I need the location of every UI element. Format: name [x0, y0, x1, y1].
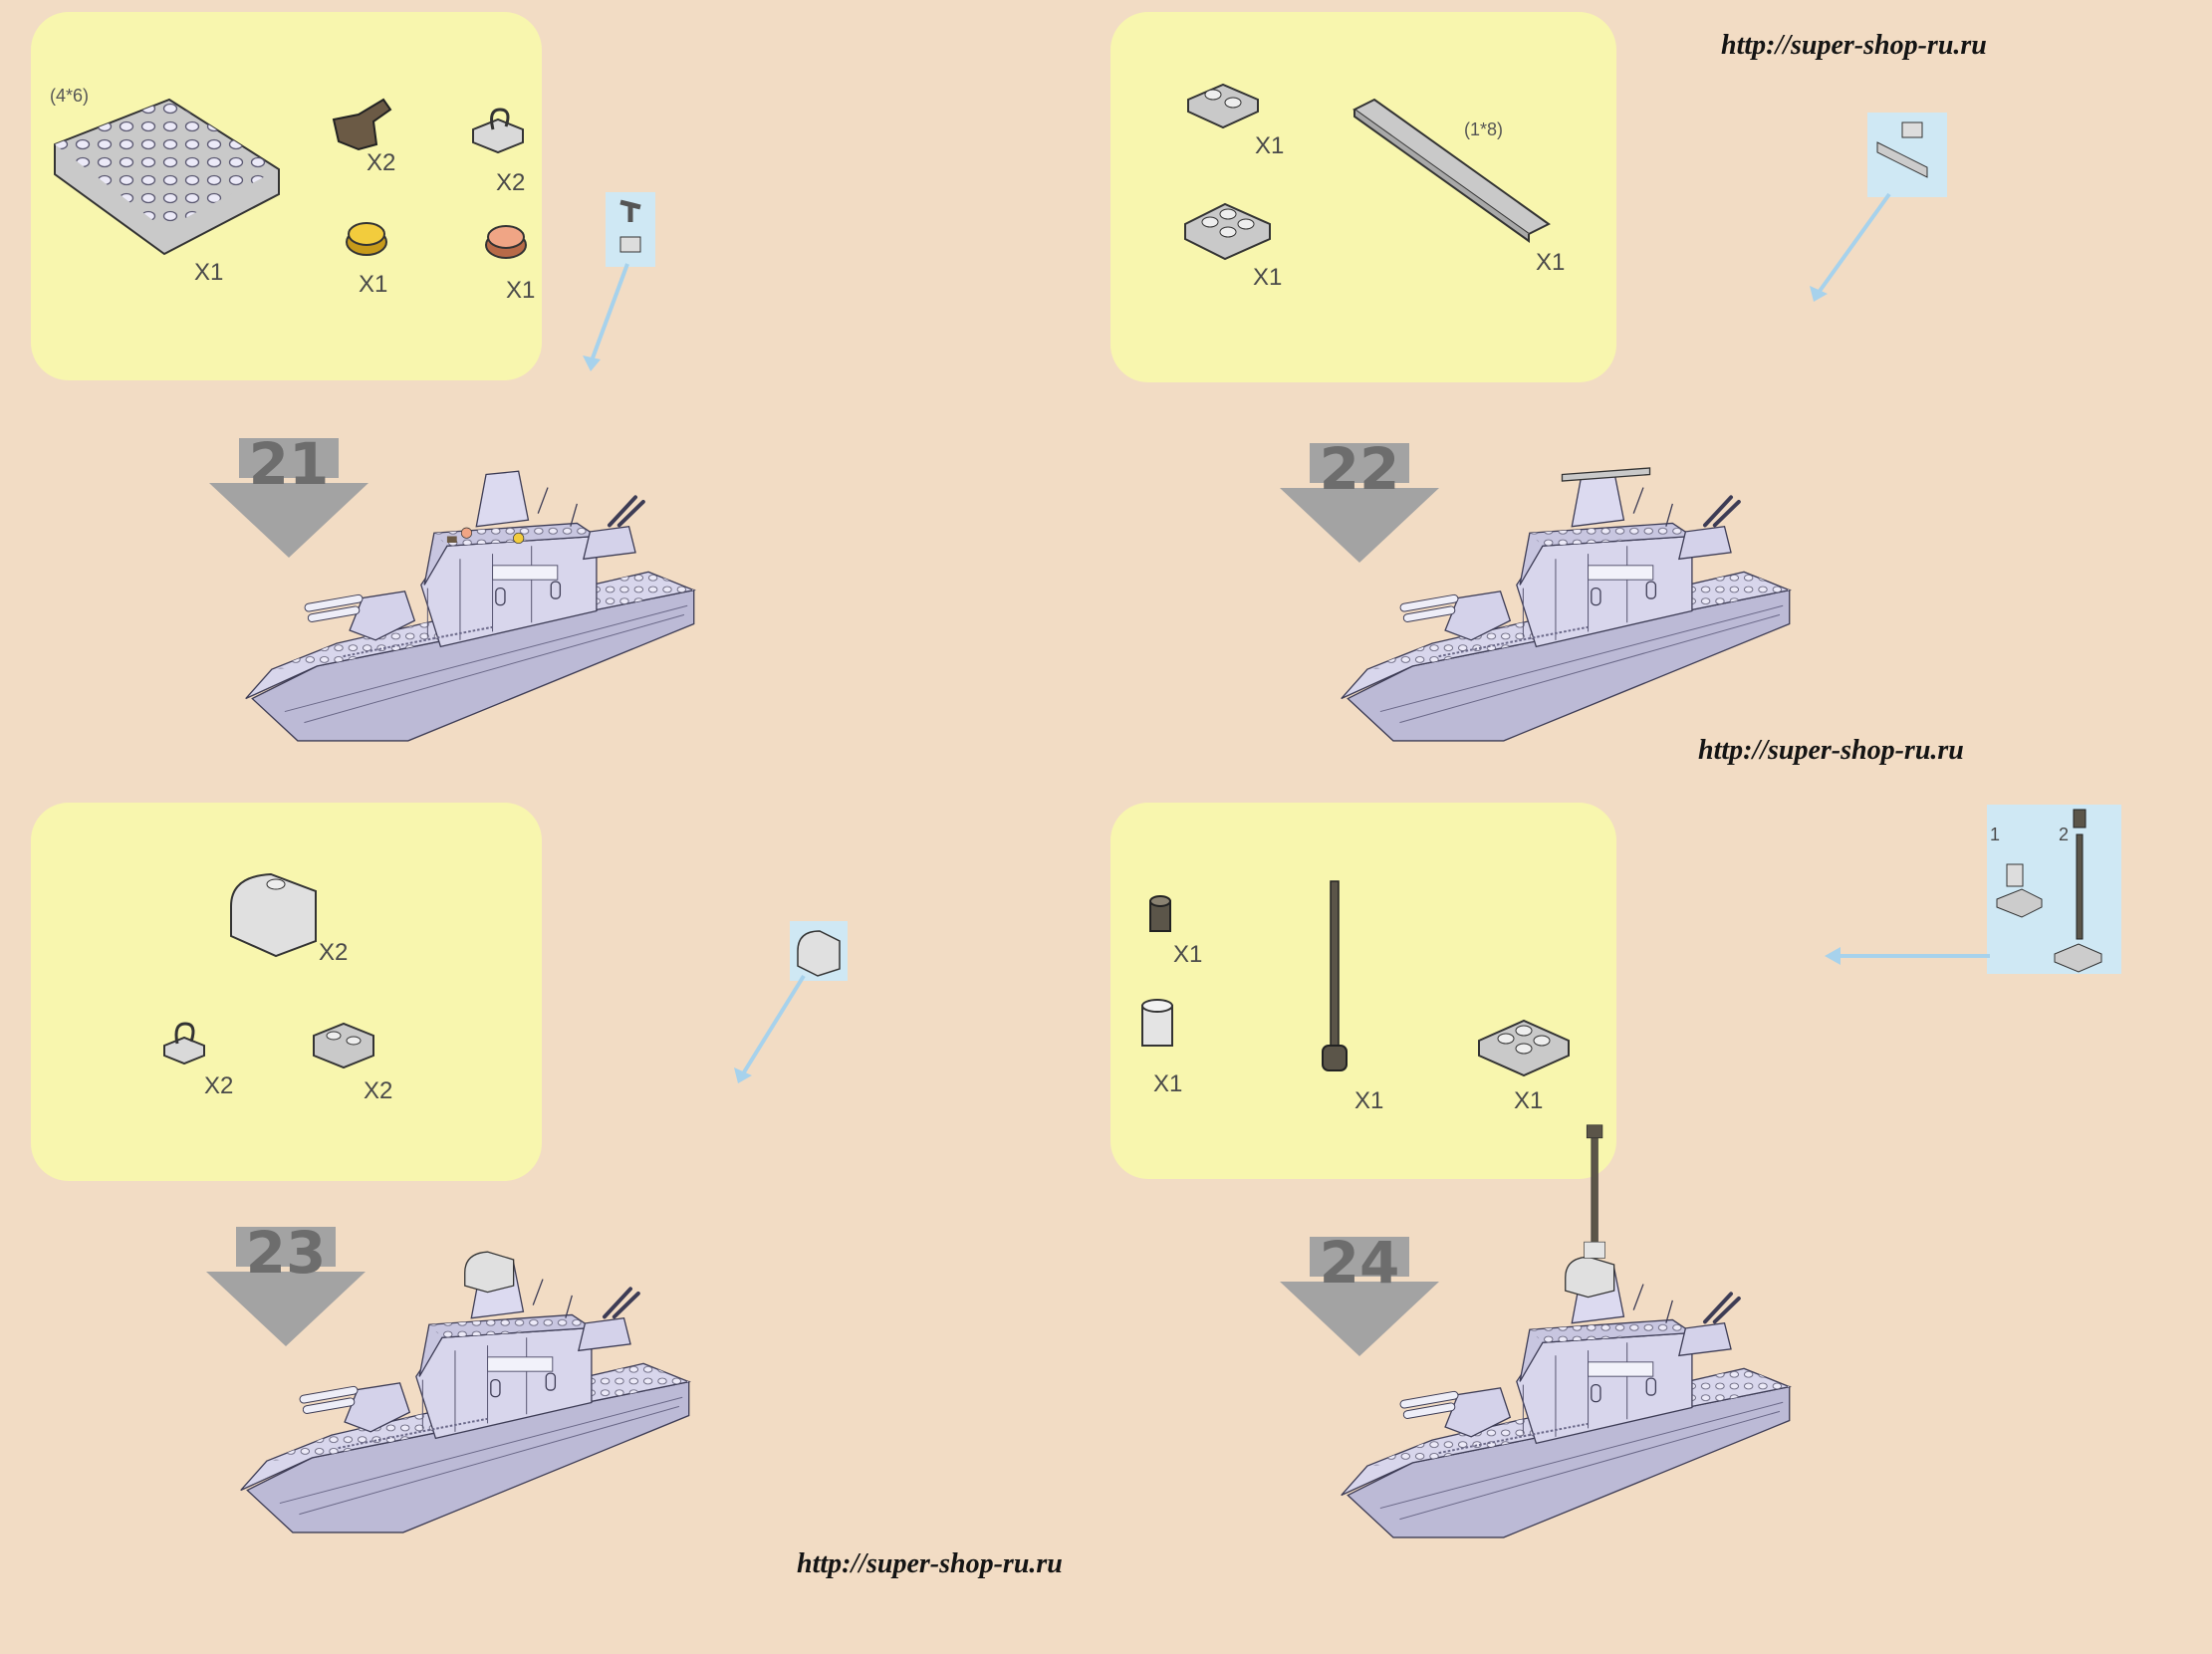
subassembly-label: 1: [1990, 825, 2001, 844]
subassembly-label: 2: [2059, 825, 2070, 844]
clip-plate-part: [472, 108, 524, 154]
watermark-url: http://super-shop-ru.ru: [797, 1548, 1063, 1579]
plate-1x2-part: [1187, 83, 1259, 129]
plate-1x8-part: [1352, 98, 1551, 243]
callout-box: [790, 921, 848, 981]
part-quantity: X1: [1536, 249, 1566, 276]
ship-model-step-23: [238, 1251, 691, 1535]
plate-2x2-part: [1184, 202, 1271, 261]
part-quantity: X1: [506, 277, 536, 304]
part-quantity: X1: [1255, 132, 1285, 159]
gun-barrel-part: [332, 98, 392, 151]
callout-pointer: [734, 974, 806, 1083]
parts-panel-step-22: [1110, 12, 1616, 382]
bracket-part: [313, 1022, 374, 1069]
clip-part: [163, 1022, 205, 1065]
callout-box: [606, 192, 655, 267]
step-number: 23: [245, 1219, 327, 1287]
step-number: 21: [248, 430, 330, 498]
ship-model-step-24: [1339, 1124, 1792, 1539]
watermark-url: http://super-shop-ru.ru: [1698, 735, 1964, 766]
part-quantity: X1: [1354, 1087, 1384, 1114]
step-number: 22: [1319, 435, 1400, 503]
callout-box: [1867, 113, 1947, 197]
part-dimension-label: (1*8): [1464, 119, 1504, 139]
part-quantity: X2: [364, 1077, 393, 1104]
round-brick-small-part: [1149, 895, 1171, 932]
part-quantity: X2: [319, 939, 349, 966]
round-tile-yellow-part: [346, 222, 387, 256]
part-quantity: X1: [1153, 1070, 1183, 1097]
part-quantity: X1: [359, 271, 388, 298]
callout-box: [1987, 805, 2121, 974]
part-quantity: X2: [496, 169, 526, 196]
part-quantity: X1: [1514, 1087, 1544, 1114]
step-number: 24: [1319, 1229, 1400, 1297]
parts-panel-step-23: [31, 803, 542, 1181]
callout-pointer: [1825, 947, 1990, 965]
antenna-part: [1322, 880, 1348, 1071]
part-quantity: X1: [194, 259, 224, 286]
curved-slope-part: [230, 872, 317, 958]
callout-pointer: [1810, 192, 1891, 302]
part-dimension-label: (4*6): [50, 86, 90, 106]
plate-4x6-part: [54, 98, 280, 256]
part-quantity: X1: [1173, 941, 1203, 968]
part-quantity: X2: [204, 1072, 234, 1099]
ship-model-step-21: [243, 469, 696, 743]
plate-2x2-part: [1478, 1019, 1570, 1077]
part-quantity: X2: [367, 149, 396, 176]
callout-pointer: [583, 263, 629, 371]
round-brick-part: [1141, 999, 1173, 1047]
round-tile-red-part: [485, 225, 527, 259]
parts-panel-step-24: [1110, 803, 1616, 1179]
part-quantity: X1: [1253, 264, 1283, 291]
watermark-url: http://super-shop-ru.ru: [1721, 30, 1987, 61]
ship-model-step-22: [1339, 467, 1792, 743]
